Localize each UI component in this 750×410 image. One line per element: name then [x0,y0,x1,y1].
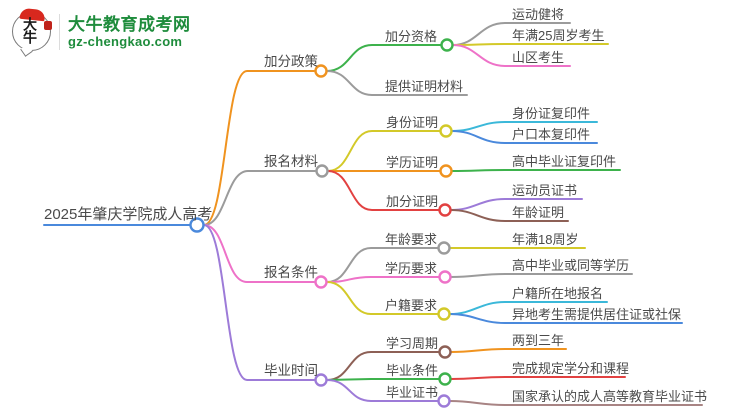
connector-high-school-diploma-copy [451,169,621,172]
connector-residency-requirement [326,281,439,315]
connector-non-local-residence [449,313,683,324]
branch-registration-materials: 报名材料 [264,154,318,169]
leaf-high-school-or-equivalent: 高中毕业或同等学历 [512,258,630,273]
connector-age-25-plus [452,43,609,46]
logo-divider [59,13,60,50]
node-proof-materials: 提供证明材料 [385,79,464,94]
node-circle-bonus-qualification [440,38,454,52]
connector-registration-conditions [203,224,315,283]
leaf-high-school-diploma-copy: 高中毕业证复印件 [512,154,617,169]
connector-age-proof [450,209,569,222]
connector-registration-materials [203,170,316,226]
node-circle-identity-proof [439,124,453,138]
node-residency-requirement: 户籍要求 [385,298,438,313]
node-circle-bonus-proof [438,203,452,217]
leaf-sports-master: 运动健将 [512,7,565,22]
logo-icon-characters: 大牛 [21,17,37,43]
site-domain: gz-chengkao.com [68,33,183,49]
node-graduation-certificate: 毕业证书 [386,385,439,400]
connector-education-requirement [326,276,440,283]
node-circle-age-requirement [437,241,451,255]
connector-graduation-time [203,224,315,381]
branch-graduation-time: 毕业时间 [264,363,318,378]
root-node-circle [189,217,205,233]
connector-identity-proof [327,130,441,172]
branch-registration-conditions: 报名条件 [264,265,318,280]
node-circle-graduation-conditions [438,372,452,386]
logo-text-block: 大牛教育成考网 gz-chengkao.com [68,15,191,49]
node-circle-residency-requirement [437,307,451,321]
red-seal-stamp [44,21,52,30]
node-study-period: 学习周期 [386,336,439,351]
connector-graduation-conditions [326,378,440,381]
node-education-proof: 学历证明 [386,155,439,170]
bull-mascot-icon: 大牛 [12,7,52,57]
connector-bonus-proof [327,170,440,211]
node-age-requirement: 年龄要求 [385,232,438,247]
connector-two-to-three-years [450,348,567,353]
connector-bonus-policy [203,70,315,226]
connector-graduation-certificate [326,379,439,402]
node-bonus-qualification: 加分资格 [385,29,438,44]
connector-proof-materials [326,70,468,96]
leaf-register-at-domicile: 户籍所在地报名 [512,286,604,301]
connector-mountain-area [452,44,571,67]
leaf-complete-credits: 完成规定学分和课程 [512,361,630,376]
connector-bonus-qualification [326,44,442,72]
connector-high-school-or-equivalent [450,273,633,278]
connector-household-register-copy [451,130,598,144]
node-identity-proof: 身份证明 [386,115,439,130]
site-name: 大牛教育成考网 [68,14,191,34]
node-circle-graduation-time [314,373,328,387]
leaf-non-local-residence: 异地考生需提供居住证或社保 [512,307,682,322]
node-circle-bonus-policy [314,64,328,78]
leaf-age-proof: 年龄证明 [512,205,565,220]
leaf-household-register-copy: 户口本复印件 [512,127,591,142]
node-circle-education-requirement [438,270,452,284]
connector-complete-credits [450,376,626,380]
node-circle-graduation-certificate [437,394,451,408]
connector-state-recognized-diploma [449,400,703,406]
branch-bonus-policy: 加分政策 [264,54,318,69]
leaf-age-18-plus: 年满18周岁 [512,232,579,247]
node-education-requirement: 学历要求 [385,261,438,276]
leaf-athlete-certificate: 运动员证书 [512,183,578,198]
leaf-age-25-plus: 年满25周岁考生 [512,28,605,43]
leaf-state-recognized-diploma: 国家承认的成人高等教育毕业证书 [512,389,708,404]
node-circle-registration-materials [315,164,329,178]
leaf-mountain-area: 山区考生 [512,50,565,65]
node-circle-registration-conditions [314,275,328,289]
site-logo: 大牛 大牛教育成考网 gz-chengkao.com [12,7,191,57]
root-node-label: 2025年肇庆学院成人高考 [44,206,213,223]
node-circle-education-proof [439,164,453,178]
leaf-two-to-three-years: 两到三年 [512,333,565,348]
node-bonus-proof: 加分证明 [386,194,439,209]
leaf-id-card-copy: 身份证复印件 [512,106,591,121]
node-circle-study-period [438,345,452,359]
node-graduation-conditions: 毕业条件 [386,363,439,378]
